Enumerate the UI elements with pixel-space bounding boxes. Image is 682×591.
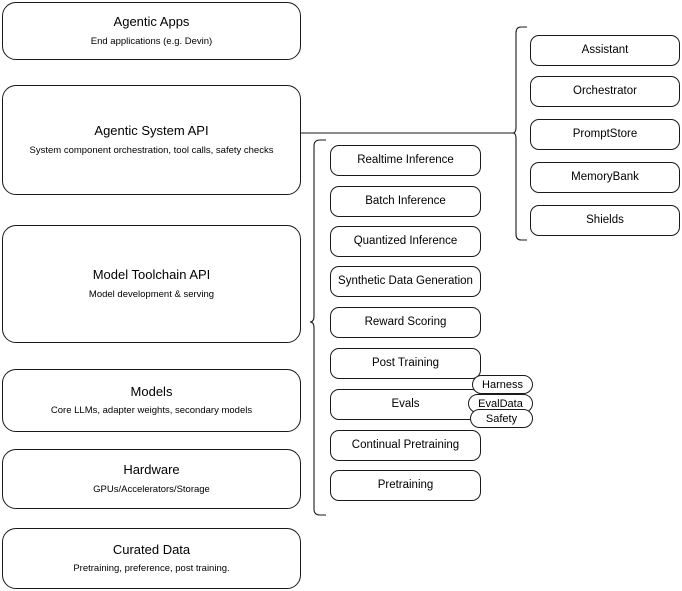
component-continual-pretraining[interactable]: Continual Pretraining bbox=[330, 430, 481, 461]
layer-title: Agentic System API bbox=[94, 123, 209, 139]
evals-subcomponent-safety[interactable]: Safety bbox=[470, 409, 533, 428]
component-realtime-inference[interactable]: Realtime Inference bbox=[330, 145, 481, 176]
layer-curated-data[interactable]: Curated Data Pretraining, preference, po… bbox=[2, 528, 301, 589]
component-label: Orchestrator bbox=[573, 85, 637, 98]
component-label: Shields bbox=[586, 214, 624, 227]
layer-title: Models bbox=[130, 383, 173, 399]
layer-model-toolchain-api[interactable]: Model Toolchain API Model development & … bbox=[2, 225, 301, 343]
component-memorybank[interactable]: MemoryBank bbox=[530, 162, 680, 193]
brace-system-components bbox=[512, 26, 527, 241]
component-label: Continual Pretraining bbox=[351, 439, 460, 452]
component-label: Quantized Inference bbox=[353, 235, 458, 248]
layer-subtitle: Pretraining, preference, post training. bbox=[73, 563, 230, 575]
component-label: Synthetic Data Generation bbox=[338, 275, 473, 288]
component-batch-inference[interactable]: Batch Inference bbox=[330, 186, 481, 217]
layer-title: Hardware bbox=[123, 462, 180, 478]
component-reward-scoring[interactable]: Reward Scoring bbox=[330, 307, 481, 338]
layer-subtitle: Core LLMs, adapter weights, secondary mo… bbox=[50, 405, 253, 417]
component-evals[interactable]: Evals bbox=[330, 389, 481, 420]
layer-agentic-system-api[interactable]: Agentic System API System component orch… bbox=[2, 85, 301, 195]
layer-subtitle: End applications (e.g. Devin) bbox=[90, 35, 213, 47]
component-label: Post Training bbox=[371, 357, 440, 370]
layer-subtitle: Model development & serving bbox=[88, 288, 215, 300]
evals-subcomponent-label: Safety bbox=[485, 412, 518, 425]
layer-title: Model Toolchain API bbox=[92, 267, 211, 283]
component-label: Evals bbox=[391, 398, 420, 411]
layer-title: Agentic Apps bbox=[113, 14, 190, 30]
layer-title: Curated Data bbox=[112, 541, 191, 557]
evals-subcomponent-label: EvalData bbox=[478, 397, 523, 410]
component-post-training[interactable]: Post Training bbox=[330, 348, 481, 379]
evals-subcomponent-harness[interactable]: Harness bbox=[472, 375, 533, 394]
component-pretraining[interactable]: Pretraining bbox=[330, 470, 481, 501]
layer-hardware[interactable]: Hardware GPUs/Accelerators/Storage bbox=[2, 449, 301, 509]
layer-agentic-apps[interactable]: Agentic Apps End applications (e.g. Devi… bbox=[2, 2, 301, 60]
component-label: Pretraining bbox=[377, 479, 434, 492]
component-label: Realtime Inference bbox=[357, 154, 454, 167]
component-label: Assistant bbox=[581, 44, 629, 57]
component-label: Reward Scoring bbox=[364, 316, 447, 329]
component-shields[interactable]: Shields bbox=[530, 205, 680, 236]
component-label: Batch Inference bbox=[365, 195, 446, 208]
layer-subtitle: System component orchestration, tool cal… bbox=[29, 144, 274, 156]
brace-toolchain-components bbox=[309, 139, 326, 516]
component-assistant[interactable]: Assistant bbox=[530, 35, 680, 66]
component-quantized-inference[interactable]: Quantized Inference bbox=[330, 226, 481, 257]
component-label: PromptStore bbox=[572, 128, 638, 141]
evals-subcomponent-label: Harness bbox=[482, 378, 523, 391]
component-orchestrator[interactable]: Orchestrator bbox=[530, 76, 680, 107]
component-promptstore[interactable]: PromptStore bbox=[530, 119, 680, 150]
layer-models[interactable]: Models Core LLMs, adapter weights, secon… bbox=[2, 369, 301, 432]
layer-subtitle: GPUs/Accelerators/Storage bbox=[93, 483, 210, 495]
component-label: MemoryBank bbox=[571, 171, 639, 184]
component-synthetic-data-generation[interactable]: Synthetic Data Generation bbox=[330, 266, 481, 297]
